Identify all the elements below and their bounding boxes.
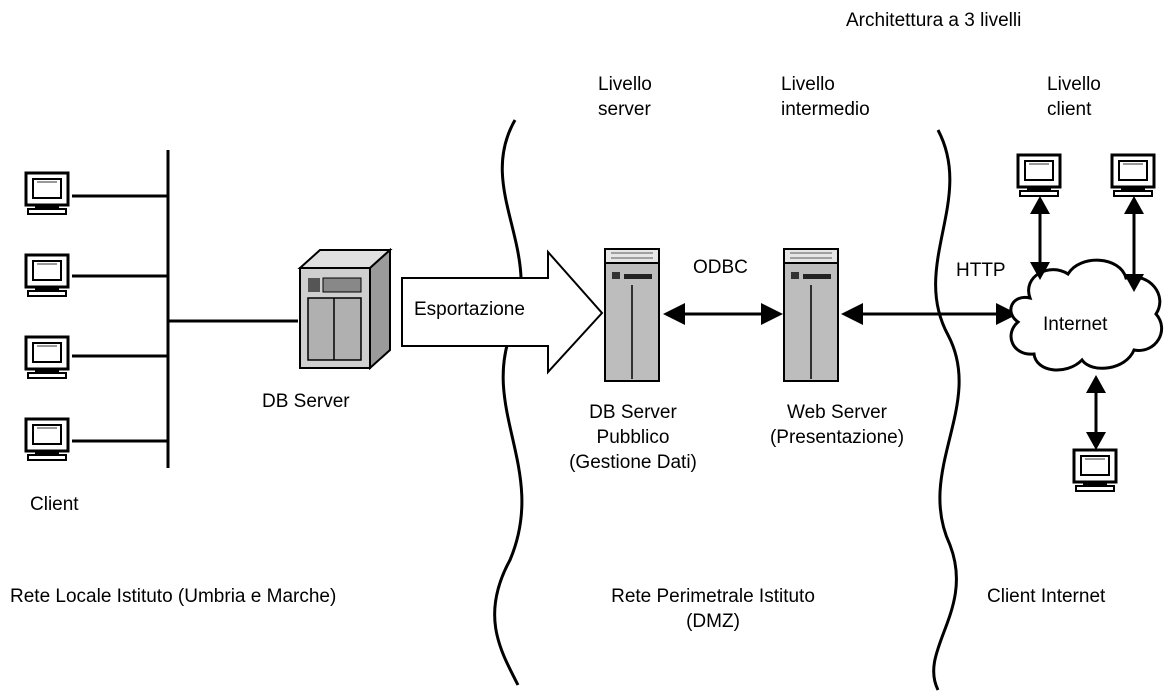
export-label: Esportazione: [414, 299, 525, 320]
internet-cloud-icon: [1009, 258, 1163, 372]
client-monitor-icon: [24, 253, 70, 298]
web-server-icon: [783, 248, 839, 382]
web-server-label: Web Server(Presentazione): [769, 402, 905, 448]
internet-client-monitor-icon: [1016, 153, 1062, 198]
db-public-server-icon: [604, 248, 660, 382]
export-arrow: [401, 249, 604, 375]
odbc-label: ODBC: [693, 257, 748, 278]
odbc-connection: [663, 303, 783, 325]
zone-perimeter-label: Rete Perimetrale Istituto(DMZ): [611, 586, 815, 632]
db-server-icon: [297, 247, 393, 371]
cloud-link-arrow: [1086, 375, 1106, 450]
internet-label: Internet: [1043, 314, 1108, 335]
http-connection: [841, 303, 1018, 325]
zone-internet-label: Client Internet: [987, 586, 1106, 607]
clients-label: Client: [30, 494, 79, 515]
zone-divider-left: [493, 119, 524, 686]
internet-client-monitor-icon: [1072, 448, 1118, 493]
cloud-link-arrow: [1030, 196, 1050, 280]
cloud-link-arrow: [1124, 196, 1144, 292]
client-monitor-icon: [24, 335, 70, 380]
client-monitor-icon: [24, 171, 70, 216]
zone-local-label: Rete Locale Istituto (Umbria e Marche): [10, 586, 337, 607]
db-server-label: DB Server: [262, 391, 350, 412]
client-monitor-icon: [24, 417, 70, 462]
zone-divider-right: [932, 129, 961, 691]
http-label: HTTP: [956, 260, 1006, 281]
internet-client-monitor-icon: [1110, 153, 1156, 198]
diagram-title: Architettura a 3 livelli: [846, 10, 1022, 31]
